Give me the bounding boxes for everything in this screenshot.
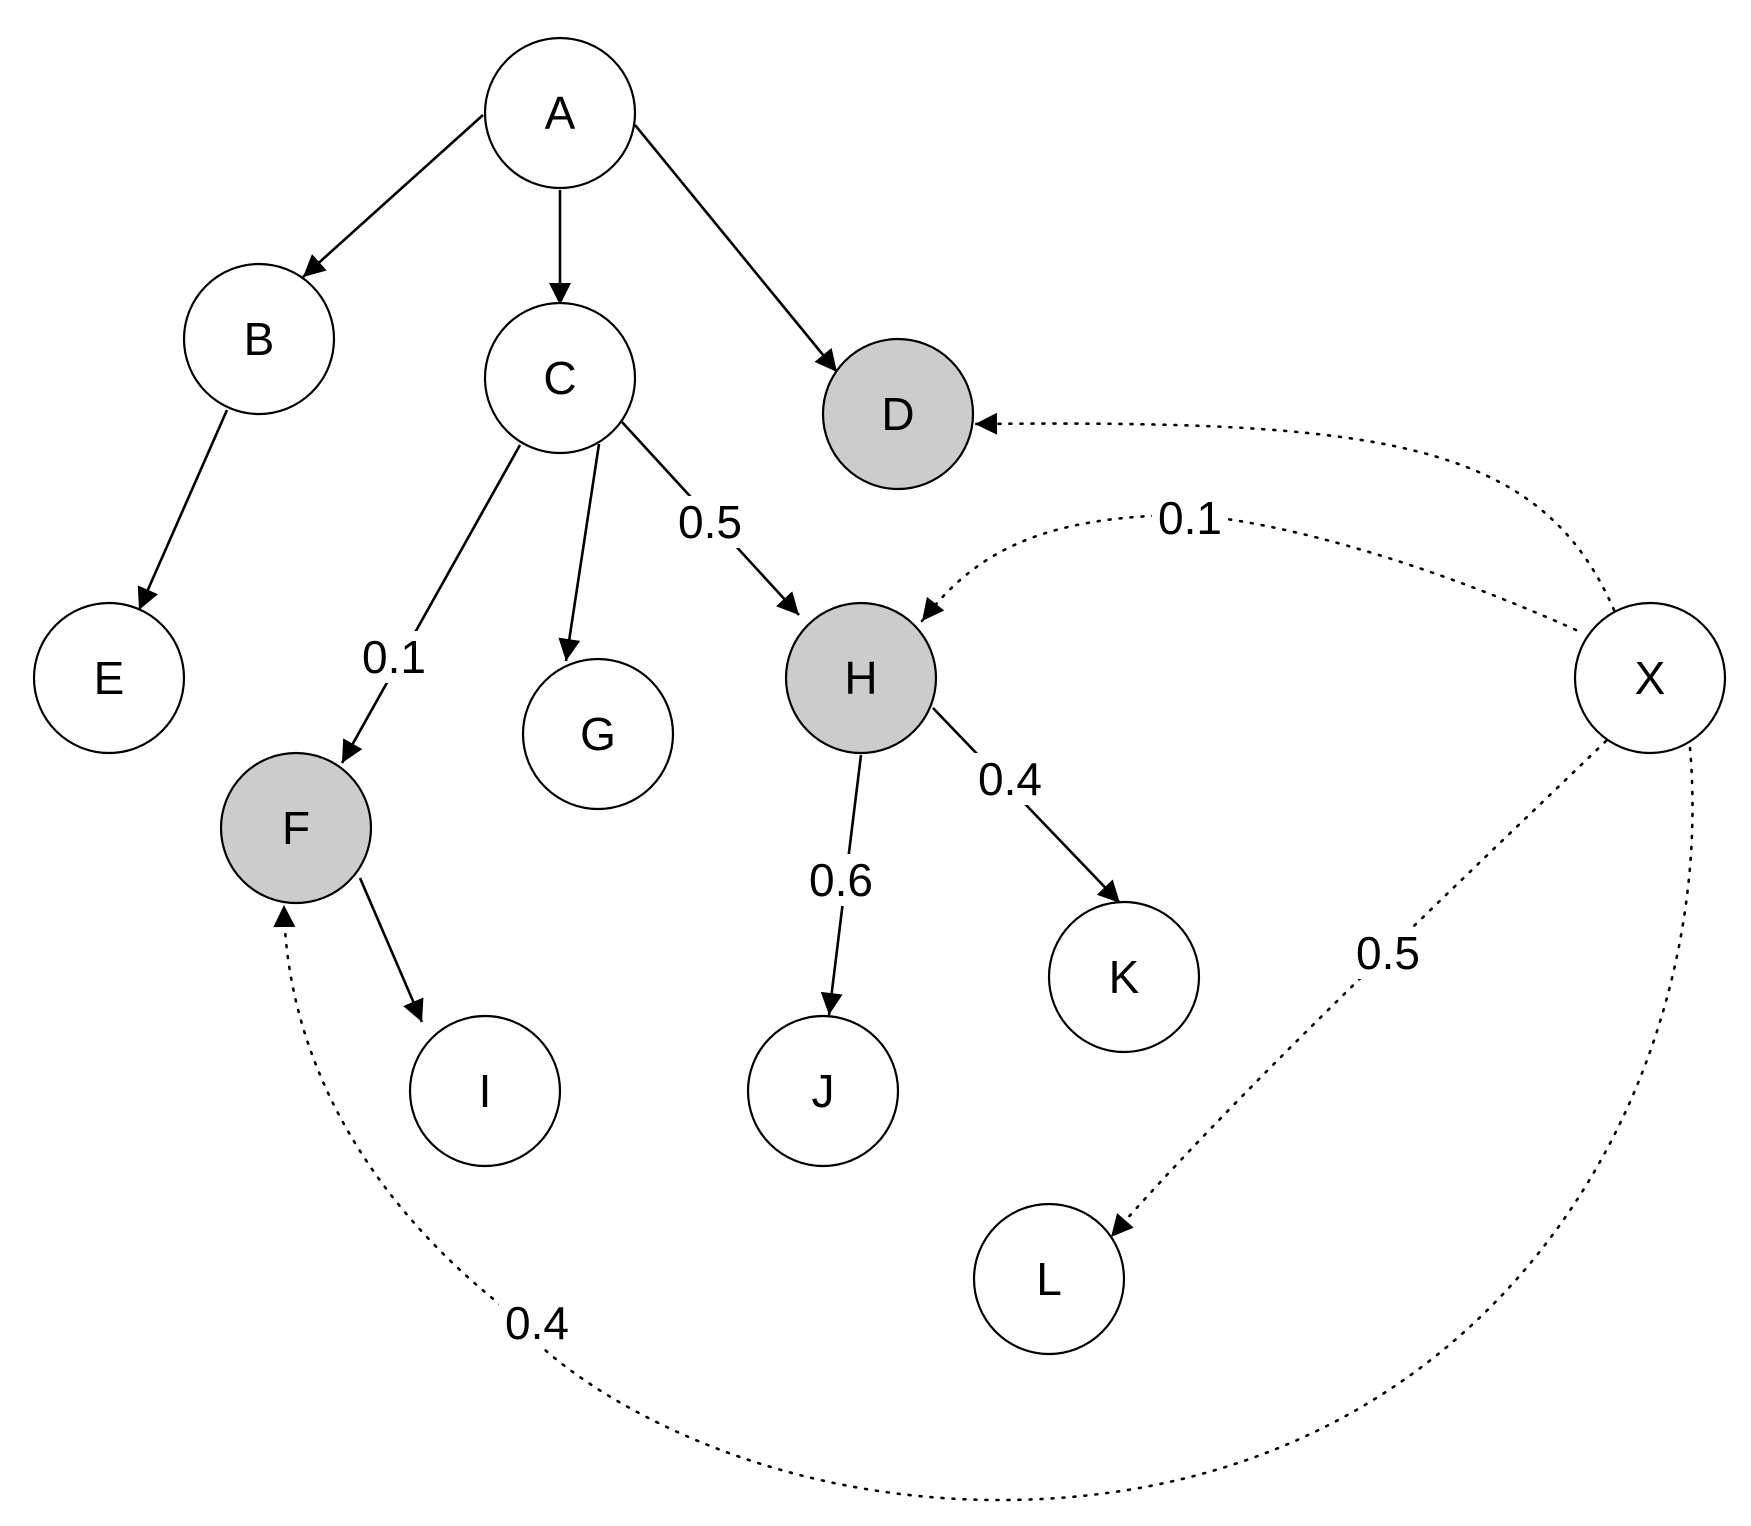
edge-weight-text: 0.4 [978, 753, 1042, 805]
edge-weight-text: 0.1 [362, 631, 426, 683]
node-circle [483, 36, 637, 190]
edge-label-h-k: 0.4 [972, 753, 1048, 805]
node-circle [32, 601, 186, 755]
edge-x-to-h [920, 513, 1578, 632]
edge-label-x-l: 0.5 [1350, 927, 1426, 979]
node-h: H [784, 601, 938, 755]
node-circle [521, 657, 675, 811]
edge-label-x-h: 0.1 [1152, 492, 1228, 544]
node-a: A [483, 36, 637, 190]
node-circle [1573, 601, 1727, 755]
edge-a-to-d [633, 124, 839, 373]
node-label: K [1109, 951, 1140, 1003]
node-circle [219, 751, 373, 905]
node-c: C [483, 301, 637, 455]
edge-weight-text: 0.1 [1158, 492, 1222, 544]
node-g: G [521, 657, 675, 811]
node-k: K [1047, 900, 1201, 1054]
edge-c-to-g [558, 443, 601, 662]
edge-labels-layer: 0.1 0.5 0.6 0.4 0.1 0.5 0.4 [356, 492, 1426, 1349]
node-circle [408, 1014, 562, 1168]
node-label: X [1635, 652, 1666, 704]
node-label: A [545, 87, 576, 139]
node-x: X [1573, 601, 1727, 755]
node-label: E [94, 652, 125, 704]
node-label: B [244, 313, 275, 365]
node-label: C [543, 352, 576, 404]
edge-label-c-f: 0.1 [356, 631, 432, 683]
node-label: L [1036, 1253, 1062, 1305]
node-f: F [219, 751, 373, 905]
edge-weight-text: 0.5 [678, 496, 742, 548]
edge-a-to-b [302, 114, 484, 278]
node-circle [1047, 900, 1201, 1054]
node-d: D [821, 337, 975, 491]
edge-x-to-f [273, 746, 1694, 1502]
node-circle [746, 1014, 900, 1168]
node-j: J [746, 1014, 900, 1168]
node-circle [972, 1202, 1126, 1356]
node-circle [821, 337, 975, 491]
node-circle [182, 262, 336, 416]
node-i: I [408, 1014, 562, 1168]
edge-c-to-f [340, 444, 522, 764]
edge-label-x-f: 0.4 [499, 1297, 575, 1349]
node-label: F [282, 802, 310, 854]
node-label: D [881, 388, 914, 440]
node-circle [784, 601, 938, 755]
edge-b-to-e [137, 409, 229, 611]
edge-label-h-j: 0.6 [803, 854, 879, 906]
edge-x-to-l [1109, 739, 1608, 1239]
node-circle [483, 301, 637, 455]
edge-label-c-h: 0.5 [672, 496, 748, 548]
nodes-layer: A B C D E F G H I J K L X [32, 36, 1727, 1356]
node-e: E [32, 601, 186, 755]
node-b: B [182, 262, 336, 416]
edge-weight-text: 0.5 [1356, 927, 1420, 979]
node-l: L [972, 1202, 1126, 1356]
edge-x-to-d [973, 412, 1616, 612]
node-label: H [844, 652, 877, 704]
edge-weight-text: 0.4 [505, 1297, 569, 1349]
node-label: G [580, 708, 616, 760]
node-label: J [812, 1065, 835, 1117]
edge-weight-text: 0.6 [809, 854, 873, 906]
edge-f-to-i [358, 877, 424, 1023]
edges-layer [137, 114, 1694, 1502]
edge-h-to-k [932, 707, 1121, 904]
node-label: I [479, 1065, 492, 1117]
